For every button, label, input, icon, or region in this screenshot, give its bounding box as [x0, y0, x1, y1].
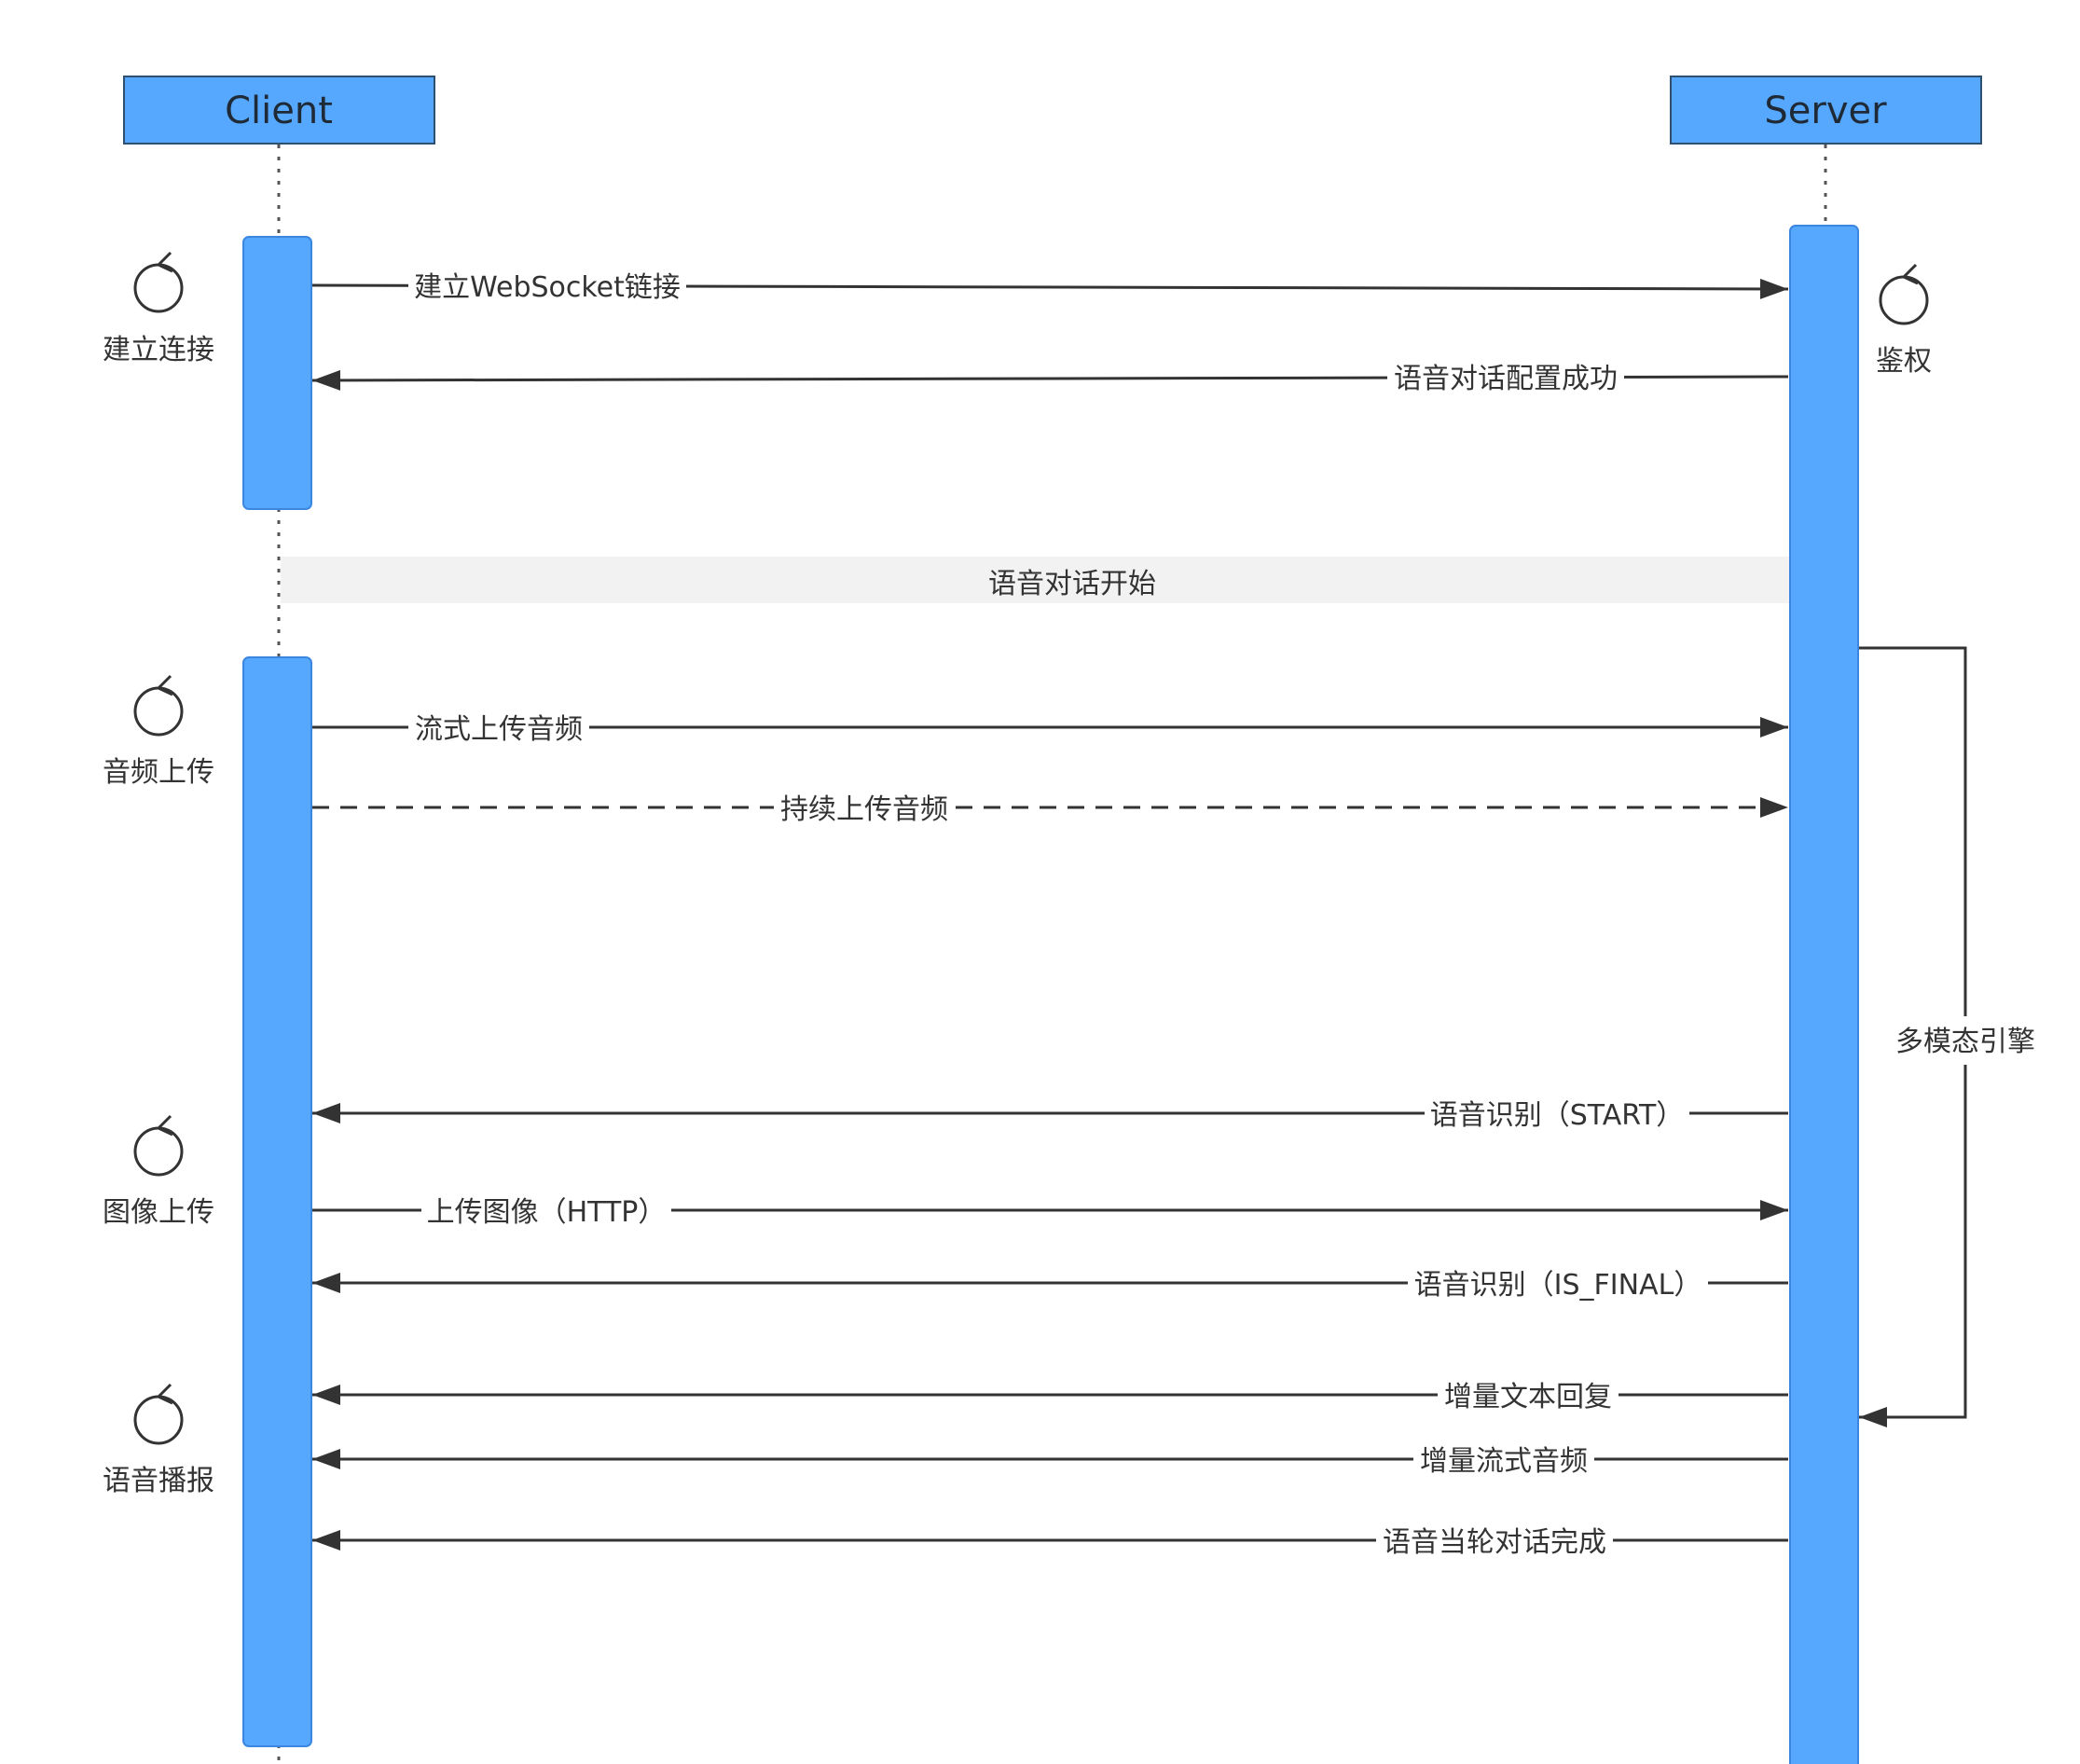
- control-icon: [133, 674, 184, 737]
- message-2: 流式上传音频: [312, 709, 1788, 748]
- message-label: 语音识别（IS_FINAL）: [1414, 1269, 1702, 1302]
- divider-label: 语音对话开始: [988, 568, 1156, 600]
- control-icon: [133, 1383, 184, 1445]
- client-activation-session: [242, 656, 312, 1747]
- note-connect: 建立连接: [103, 334, 214, 366]
- server-actor-label: Server: [1764, 90, 1887, 132]
- message-1: 语音对话配置成功: [311, 359, 1789, 398]
- message-0: 建立WebSocket链接: [311, 267, 1789, 306]
- client-actor: Client: [123, 76, 435, 145]
- note-auth: 鉴权: [1876, 345, 1932, 378]
- message-3: 持续上传音频: [312, 789, 1788, 828]
- message-label: 增量流式音频: [1420, 1445, 1588, 1478]
- control-icon: [133, 1114, 184, 1177]
- control-icon: [133, 251, 184, 313]
- engine-label: 多模态引擎: [1895, 1026, 2035, 1058]
- message-9: 语音当轮对话完成: [312, 1522, 1788, 1561]
- note-speak: 语音播报: [103, 1465, 214, 1497]
- client-actor-label: Client: [225, 90, 333, 132]
- message-label: 流式上传音频: [415, 713, 583, 746]
- message-label: 语音识别（START）: [1430, 1099, 1685, 1132]
- message-label: 增量文本回复: [1444, 1381, 1612, 1413]
- message-label: 语音当轮对话完成: [1383, 1526, 1606, 1559]
- note-audio: 音频上传: [103, 756, 214, 789]
- message-label: 上传图像（HTTP）: [427, 1196, 667, 1229]
- message-6: 语音识别（IS_FINAL）: [312, 1264, 1788, 1303]
- message-4: 语音识别（START）: [312, 1095, 1788, 1134]
- message-8: 增量流式音频: [312, 1440, 1788, 1480]
- server-actor: Server: [1670, 76, 1982, 145]
- message-label: 建立WebSocket链接: [414, 271, 681, 304]
- multimodal-engine-loop: 多模态引擎: [1859, 646, 2043, 1427]
- server-activation: [1789, 225, 1859, 1764]
- message-7: 增量文本回复: [312, 1376, 1788, 1415]
- note-image: 图像上传: [103, 1196, 214, 1229]
- message-label: 持续上传音频: [780, 793, 948, 826]
- message-label: 语音对话配置成功: [1394, 363, 1618, 395]
- dialog-start-divider: 语音对话开始: [281, 557, 1790, 603]
- message-5: 上传图像（HTTP）: [312, 1192, 1788, 1231]
- client-activation-connect: [242, 236, 312, 510]
- control-icon: [1879, 263, 1929, 325]
